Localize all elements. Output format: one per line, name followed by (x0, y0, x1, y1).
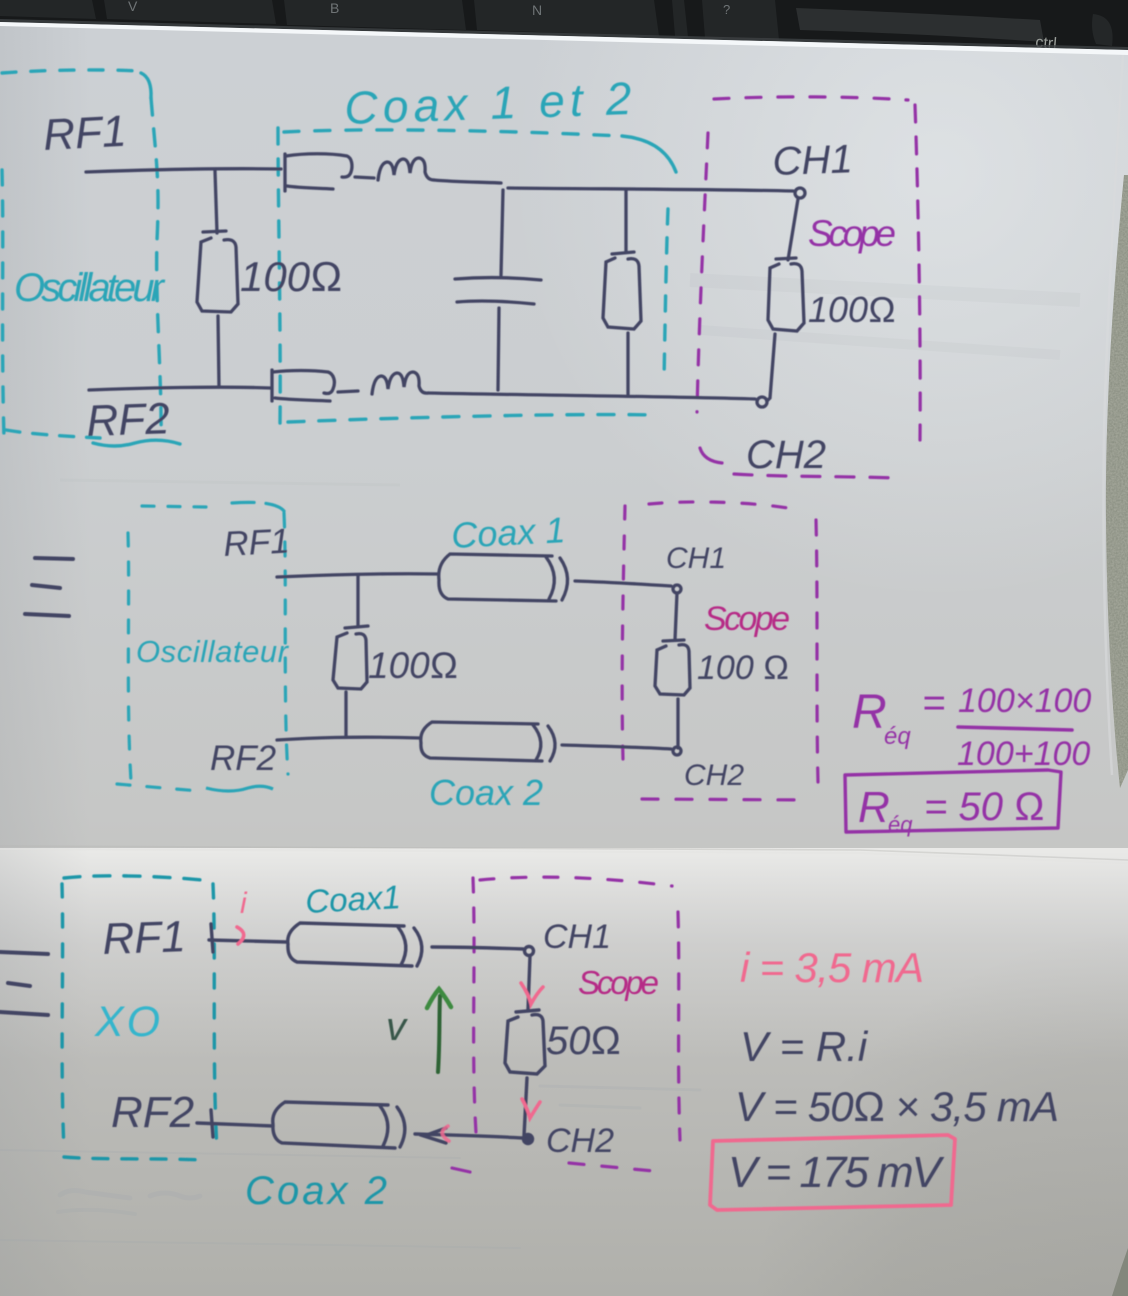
svg-text:50Ω: 50Ω (546, 1019, 621, 1063)
svg-text:Scope: Scope (704, 600, 790, 638)
svg-text:XO: XO (94, 998, 163, 1046)
svg-text:Oscillateur: Oscillateur (136, 634, 290, 669)
svg-text:RF1: RF1 (222, 522, 290, 564)
svg-text:N: N (532, 2, 542, 18)
svg-text:CH2: CH2 (684, 759, 744, 792)
svg-text:Scope: Scope (578, 964, 659, 1001)
svg-text:Coax1: Coax1 (304, 878, 401, 920)
svg-text:R: R (852, 686, 887, 739)
svg-text:V = R.i: V = R.i (740, 1023, 869, 1070)
svg-text:= 50 Ω: = 50 Ω (924, 785, 1045, 829)
svg-text:éq: éq (888, 812, 913, 837)
svg-text:Oscillateur: Oscillateur (14, 266, 166, 310)
svg-text:CH1: CH1 (666, 542, 726, 575)
svg-text:B: B (330, 0, 339, 16)
svg-text:v: v (386, 1005, 408, 1049)
svg-text:V = 50Ω × 3,5 mA: V = 50Ω × 3,5 mA (735, 1083, 1059, 1130)
svg-text:R: R (858, 783, 890, 832)
svg-text:Coax 1: Coax 1 (450, 509, 566, 556)
svg-text:Scope: Scope (808, 213, 896, 254)
svg-text:CH1: CH1 (772, 137, 854, 184)
svg-text:éq: éq (884, 723, 911, 750)
svg-text:CH1: CH1 (543, 918, 611, 956)
svg-text:V = 175 mV: V = 175 mV (728, 1148, 945, 1197)
svg-text:RF2: RF2 (86, 394, 171, 446)
svg-text:100Ω: 100Ω (240, 253, 342, 300)
svg-text:RF1: RF1 (42, 107, 128, 160)
svg-text:?: ? (723, 2, 730, 17)
svg-text:=: = (922, 681, 945, 725)
svg-text:CH2: CH2 (546, 1122, 614, 1160)
svg-text:RF2: RF2 (111, 1088, 194, 1137)
svg-text:RF1: RF1 (102, 912, 187, 964)
svg-text:Coax 2: Coax 2 (245, 1169, 387, 1213)
svg-text:100Ω: 100Ω (808, 289, 896, 330)
svg-text:100Ω: 100Ω (368, 645, 458, 686)
svg-text:100×100: 100×100 (958, 682, 1091, 720)
svg-text:100 Ω: 100 Ω (697, 649, 789, 687)
svg-text:100+100: 100+100 (957, 735, 1090, 773)
svg-text:RF2: RF2 (210, 739, 276, 778)
svg-text:i = 3,5 mA: i = 3,5 mA (740, 944, 924, 991)
svg-text:i: i (240, 887, 248, 920)
svg-text:V: V (128, 0, 138, 14)
svg-text:CH2: CH2 (746, 433, 826, 477)
svg-text:Coax 2: Coax 2 (429, 772, 543, 813)
